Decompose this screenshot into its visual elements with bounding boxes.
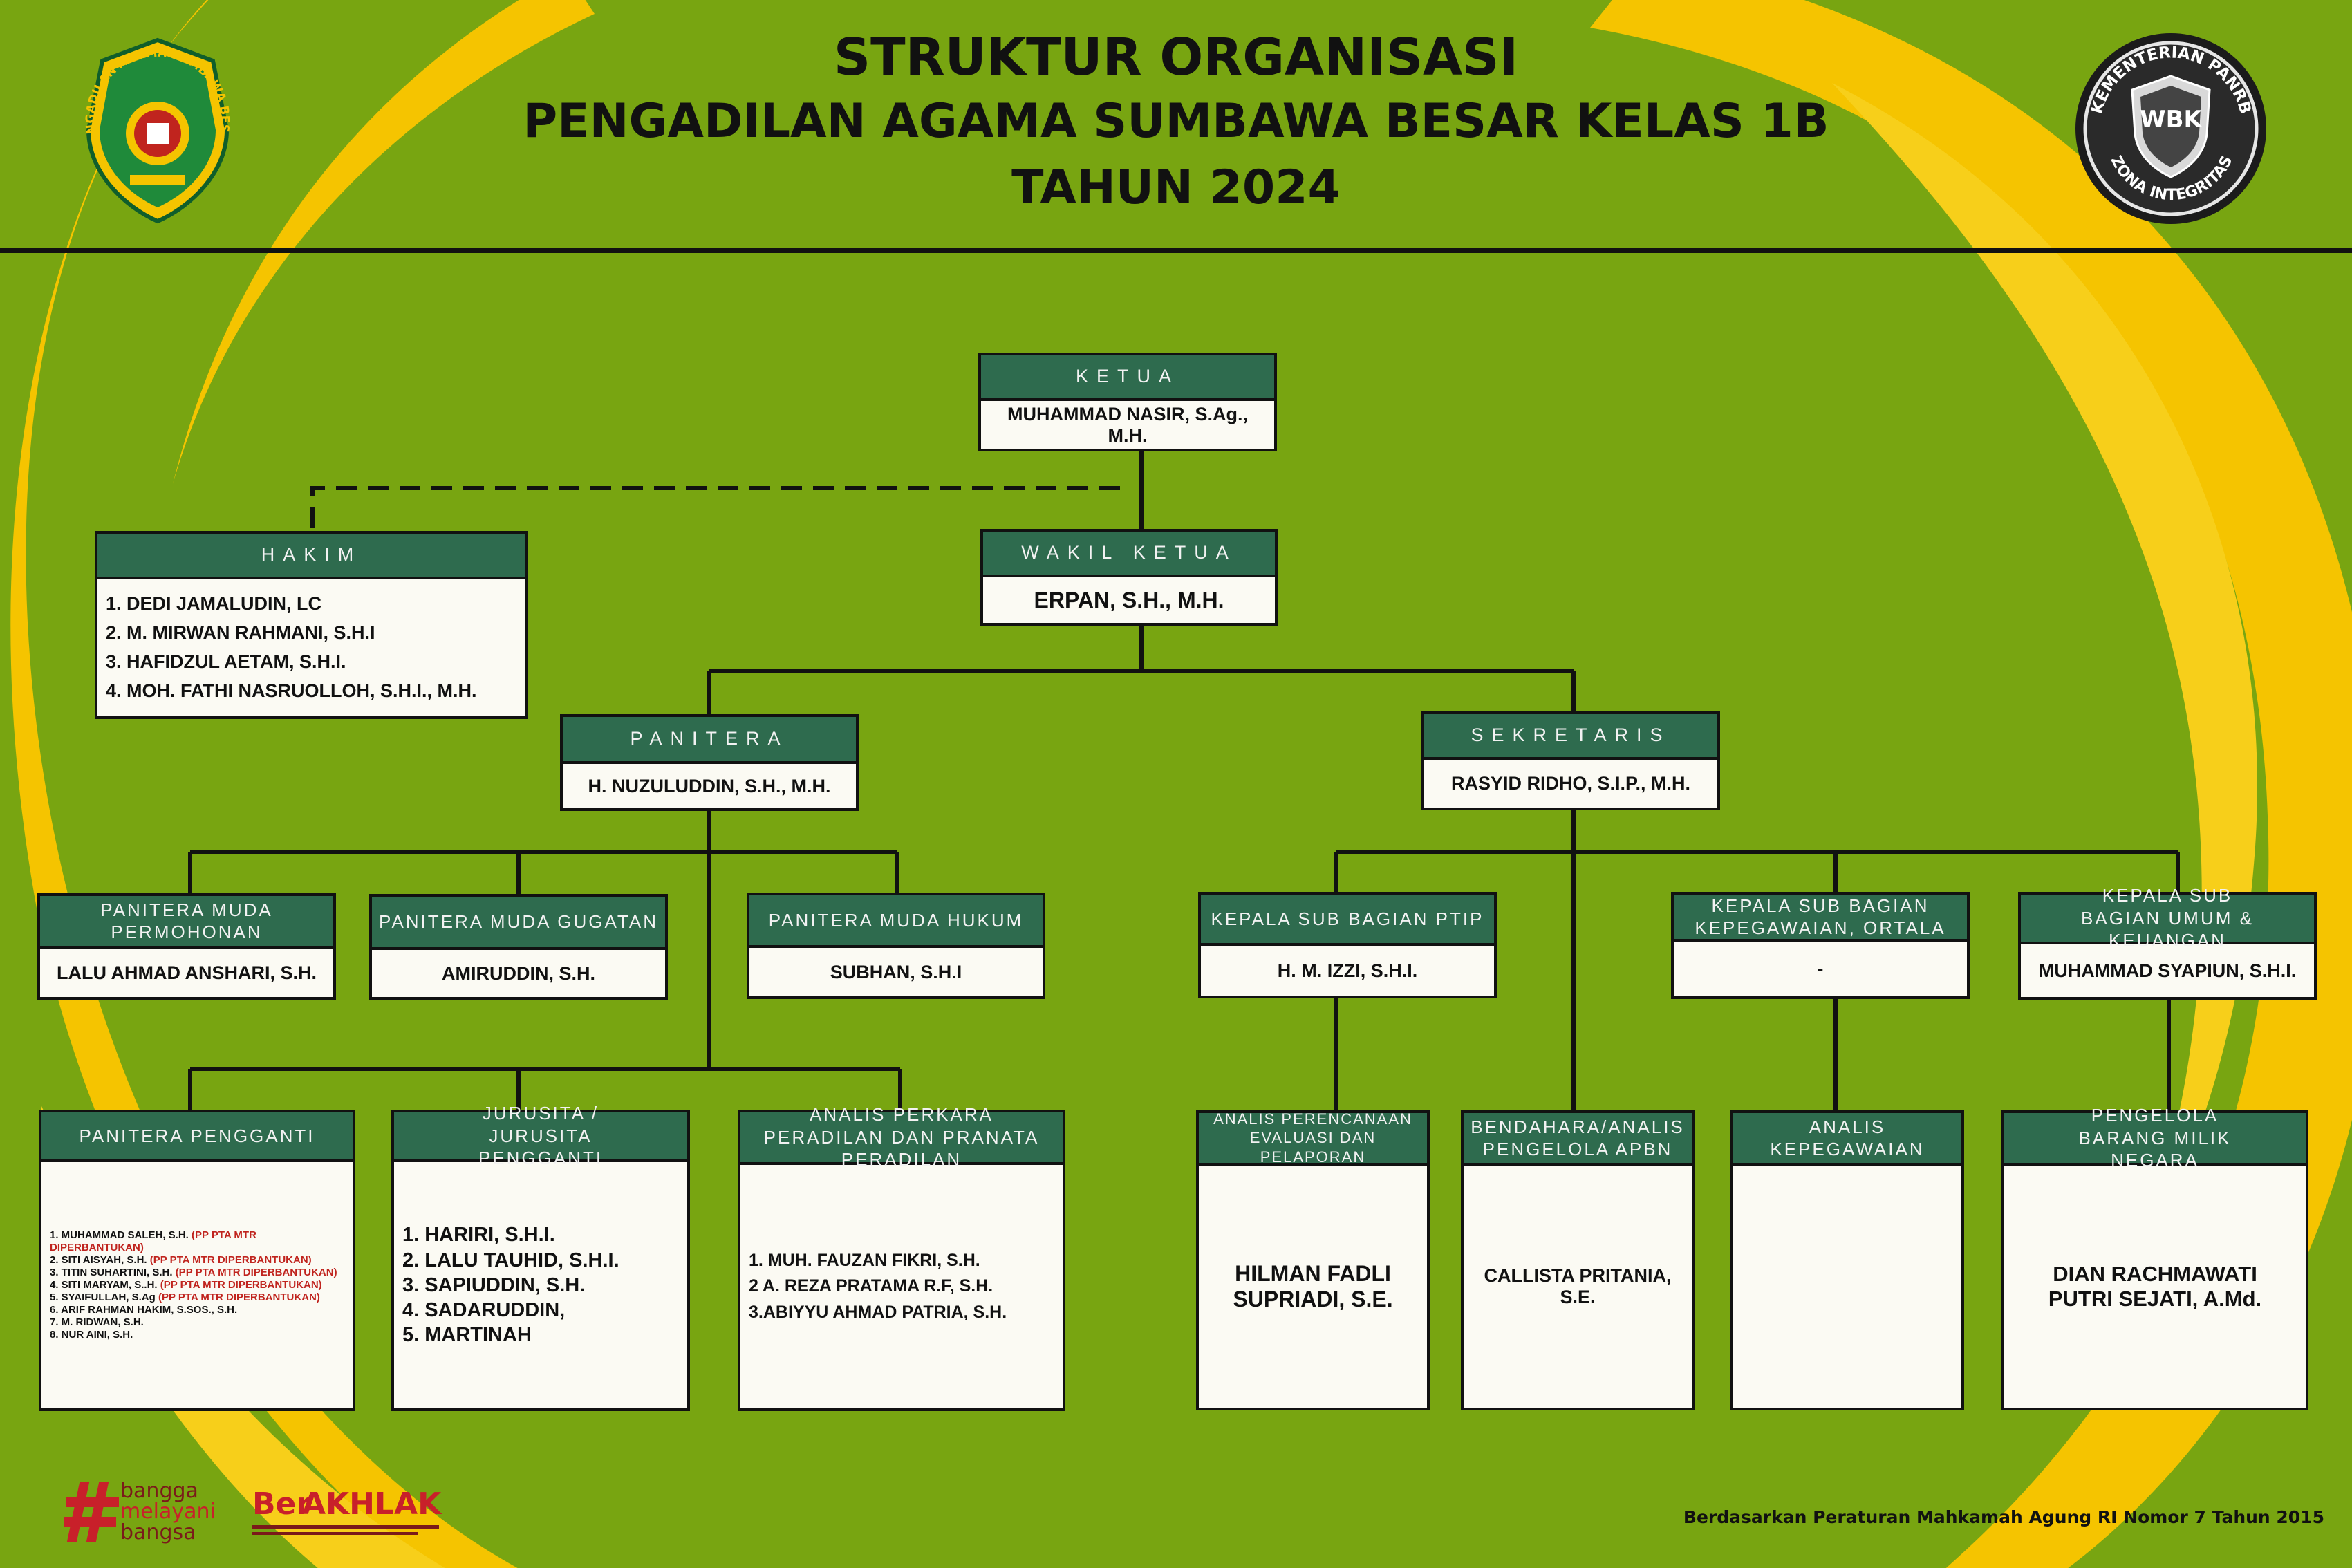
box-pp-title: PANITERA PENGGANTI (41, 1112, 353, 1162)
header-divider (0, 248, 2352, 253)
box-panitera-title: PANITERA (563, 717, 856, 764)
box-ksb-umum-title: KEPALA SUB BAGIAN UMUM & KEUANGAN (2021, 885, 2314, 951)
list-item: 5. MARTINAH (402, 1324, 532, 1347)
box-sekretaris: SEKRETARIS RASYID RIDHO, S.I.P., M.H. (1421, 711, 1720, 810)
page-title: STRUKTUR ORGANISASI (833, 28, 1519, 87)
box-analis-kepegawaian: ANALIS KEPEGAWAIAN (1730, 1110, 1964, 1410)
list-item: 4. MOH. FATHI NASRUOLLOH, S.H.I., M.H. (106, 680, 477, 701)
list-item: 3.ABIYYU AHMAD PATRIA, S.H. (749, 1302, 1007, 1322)
box-ksb-ptip-name: H. M. IZZI, S.H.I. (1277, 960, 1418, 981)
box-analis-kepegawaian-title: ANALIS KEPEGAWAIAN (1733, 1113, 1961, 1166)
box-ksb-umum-name: MUHAMMAD SYAPIUN, S.H.I. (2038, 960, 2297, 981)
list-item: 8. NUR AINI, S.H. (50, 1329, 133, 1341)
panitera-pengganti-list: 1. MUHAMMAD SALEH, S.H. (PP PTA MTR DIPE… (50, 1229, 347, 1341)
list-item: 2. LALU TAUHID, S.H.I. (402, 1249, 619, 1271)
regulation-footnote: Berdasarkan Peraturan Mahkamah Agung RI … (1683, 1507, 2324, 1527)
list-item: 7. M. RIDWAN, S.H. (50, 1316, 144, 1328)
box-sekretaris-title: SEKRETARIS (1424, 714, 1717, 760)
box-analis-perkara-title: ANALIS PERKARA PERADILAN DAN PRANATA PER… (740, 1104, 1063, 1170)
box-analis-kepegawaian-name (1733, 1166, 1961, 1408)
box-pengelola-barang-title: PENGELOLA BARANG MILIK NEGARA (2004, 1105, 2306, 1170)
box-pm-permohonan-name: LALU AHMAD ANSHARI, S.H. (57, 962, 317, 983)
box-analis-perkara: ANALIS PERKARA PERADILAN DAN PRANATA PER… (738, 1104, 1065, 1411)
list-item: 5. SYAIFULLAH, S.Ag (PP PTA MTR DIPERBAN… (50, 1291, 320, 1303)
list-item: 1. MUHAMMAD SALEH, S.H. (PP PTA MTR DIPE… (50, 1229, 256, 1253)
svg-text:WBK: WBK (2140, 106, 2203, 133)
box-jurusita-title: JURUSITA / JURUSITA PENGGANTI (394, 1103, 687, 1168)
box-ketua: KETUA MUHAMMAD NASIR, S.Ag., M.H. (978, 353, 1277, 451)
box-pm-permohonan: PANITERA MUDA PERMOHONAN LALU AHMAD ANSH… (37, 893, 336, 1000)
box-analis-perencanaan: ANALIS PERENCANAAN EVALUASI DAN PELAPORA… (1196, 1110, 1430, 1410)
box-ksb-kepegawaian-name: - (1817, 958, 1824, 979)
box-hakim-title: HAKIM (97, 534, 525, 579)
wbk-zona-integritas-badge: KEMENTERIAN PANRB ZONA INTEGRITAS WBK (2073, 30, 2270, 227)
box-pengelola-barang: PENGELOLA BARANG MILIK NEGARA DIAN RACHM… (2001, 1105, 2308, 1410)
list-item: 1. HARIRI, S.H.I. (402, 1224, 555, 1247)
box-pm-gugatan-name: AMIRUDDIN, S.H. (442, 962, 595, 984)
box-pm-hukum-title: PANITERA MUDA HUKUM (749, 895, 1043, 948)
page-year: TAHUN 2024 (1011, 160, 1341, 215)
list-item: 1. MUH. FAUZAN FIKRI, S.H. (749, 1250, 980, 1270)
box-panitera: PANITERA H. NUZULUDDIN, S.H., M.H. (560, 714, 859, 811)
box-pm-gugatan: PANITERA MUDA GUGATAN AMIRUDDIN, S.H. (369, 894, 668, 1000)
court-seal-logo: PENGADILAN AGAMA SUMBAWA BESAR (70, 23, 241, 227)
box-panitera-name: H. NUZULUDDIN, S.H., M.H. (588, 775, 831, 796)
box-bendahara-name: CALLISTA PRITANIA, S.E. (1484, 1265, 1672, 1307)
box-pengelola-barang-name: DIAN RACHMAWATI PUTRI SEJATI, A.Md. (2048, 1262, 2262, 1311)
list-item: 2. M. MIRWAN RAHMANI, S.H.I (106, 622, 375, 644)
box-sekretaris-name: RASYID RIDHO, S.I.P., M.H. (1450, 773, 1691, 794)
box-bendahara: BENDAHARA/ANALIS PENGELOLA APBN CALLISTA… (1461, 1110, 1695, 1410)
box-panitera-pengganti: PANITERA PENGGANTI 1. MUHAMMAD SALEH, S.… (39, 1110, 355, 1411)
list-item: 2 A. REZA PRATAMA R.F, S.H. (749, 1276, 993, 1296)
box-ksb-umum: KEPALA SUB BAGIAN UMUM & KEUANGAN MUHAMM… (2018, 885, 2317, 1000)
box-wakil-name: ERPAN, S.H., M.H. (1034, 587, 1224, 613)
page-subtitle: PENGADILAN AGAMA SUMBAWA BESAR KELAS 1B (523, 94, 1829, 149)
box-ketua-title: KETUA (981, 355, 1274, 401)
hashtag-icon (64, 1482, 119, 1542)
bangga-melayani-bangsa-logo: bangga melayani bangsa (64, 1480, 223, 1549)
box-ksb-ptip: KEPALA SUB BAGIAN PTIP H. M. IZZI, S.H.I… (1198, 892, 1497, 998)
box-ketua-name: MUHAMMAD NASIR, S.Ag., M.H. (1007, 403, 1248, 446)
box-wakil-title: WAKIL KETUA (983, 532, 1275, 577)
box-pm-gugatan-title: PANITERA MUDA GUGATAN (372, 897, 665, 950)
list-item: 4. SADARUDDIN, (402, 1299, 566, 1322)
box-analis-perencanaan-name: HILMAN FADLI SUPRIADI, S.E. (1233, 1261, 1393, 1312)
list-item: 3. SAPIUDDIN, S.H. (402, 1273, 586, 1296)
box-jurusita: JURUSITA / JURUSITA PENGGANTI 1. HARIRI,… (391, 1103, 690, 1411)
jurusita-list: 1. HARIRI, S.H.I. 2. LALU TAUHID, S.H.I.… (402, 1222, 619, 1347)
box-pm-permohonan-title: PANITERA MUDA PERMOHONAN (40, 896, 333, 949)
box-ksb-kepegawaian-title: KEPALA SUB BAGIAN KEPEGAWAIAN, ORTALA (1674, 895, 1967, 942)
list-item: 6. ARIF RAHMAN HAKIM, S.SOS., S.H. (50, 1304, 238, 1316)
box-analis-perencanaan-title: ANALIS PERENCANAAN EVALUASI DAN PELAPORA… (1199, 1110, 1427, 1166)
box-bendahara-title: BENDAHARA/ANALIS PENGELOLA APBN (1464, 1113, 1692, 1166)
berakhlak-logo: Ber AKHLAK (252, 1486, 460, 1542)
list-item: 4. SITI MARYAM, S..H. (PP PTA MTR DIPERB… (50, 1279, 322, 1291)
box-pm-hukum: PANITERA MUDA HUKUM SUBHAN, S.H.I (747, 893, 1045, 999)
box-ksb-kepegawaian: KEPALA SUB BAGIAN KEPEGAWAIAN, ORTALA - (1671, 892, 1970, 999)
list-item: 3. TITIN SUHARTINI, S.H. (PP PTA MTR DIP… (50, 1267, 337, 1278)
box-ksb-ptip-title: KEPALA SUB BAGIAN PTIP (1201, 895, 1494, 946)
list-item: 3. HAFIDZUL AETAM, S.H.I. (106, 651, 346, 672)
hakim-list: 1. DEDI JAMALUDIN, LC 2. M. MIRWAN RAHMA… (106, 590, 477, 705)
box-pm-hukum-name: SUBHAN, S.H.I (830, 961, 962, 982)
box-wakil-ketua: WAKIL KETUA ERPAN, S.H., M.H. (980, 529, 1278, 626)
analis-perkara-list: 1. MUH. FAUZAN FIKRI, S.H. 2 A. REZA PRA… (749, 1248, 1007, 1326)
box-hakim: HAKIM 1. DEDI JAMALUDIN, LC 2. M. MIRWAN… (95, 531, 528, 719)
list-item: 1. DEDI JAMALUDIN, LC (106, 593, 322, 615)
list-item: 2. SITI AISYAH, S.H. (PP PTA MTR DIPERBA… (50, 1254, 312, 1266)
